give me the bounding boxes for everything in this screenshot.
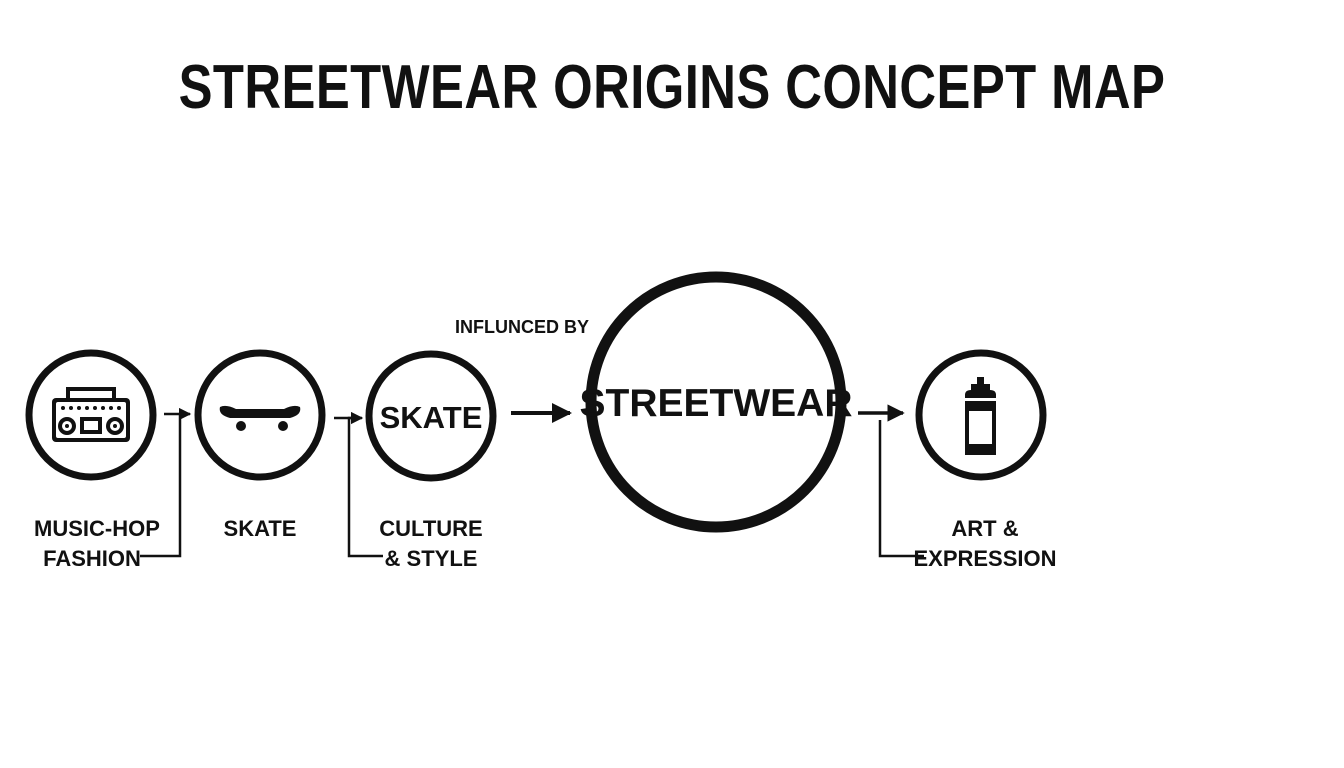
edge-label: INFLUNCED BY	[455, 317, 589, 337]
skateboard-icon	[219, 405, 301, 431]
node-label: SKATE	[224, 516, 297, 541]
diagram-title: STREETWEAR ORIGINS CONCEPT MAP	[178, 53, 1166, 122]
node-streetwear-center: STREETWEAR	[580, 271, 853, 533]
spray-can-icon	[965, 377, 996, 455]
node-label-line: EXPRESSION	[913, 546, 1056, 571]
node-music-hop	[25, 349, 157, 481]
connector-line	[878, 420, 924, 558]
node-skate	[194, 349, 326, 481]
node-label-line: & STYLE	[385, 546, 478, 571]
center-node-text: STREETWEAR	[580, 382, 853, 425]
node-label-line: MUSIC-HOP	[34, 516, 160, 541]
boombox-icon	[52, 387, 130, 442]
node-label-line: FASHION	[43, 546, 141, 571]
node-label-line: CULTURE	[379, 516, 482, 541]
connector-arrow	[140, 407, 192, 558]
node-inner-text: SKATE	[380, 400, 483, 435]
connector-arrow	[347, 411, 383, 558]
node-culture-style: SKATE	[365, 350, 497, 482]
node-art-expression	[915, 349, 1047, 481]
node-label-line: ART &	[951, 516, 1018, 541]
